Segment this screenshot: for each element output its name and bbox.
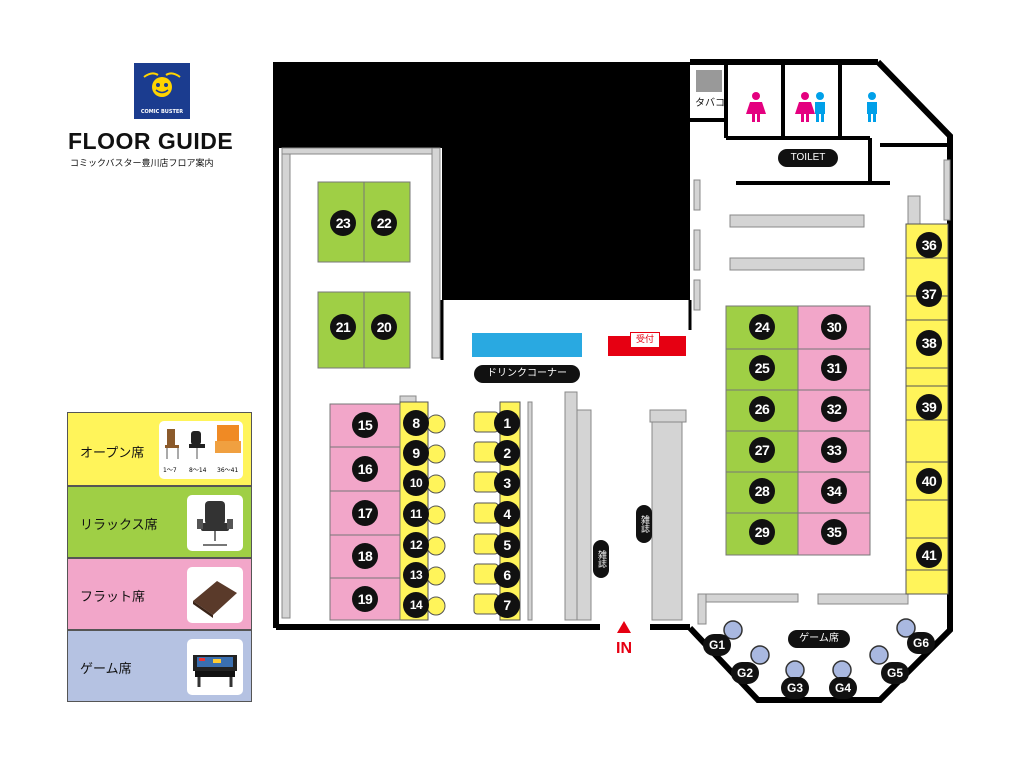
flat-mat-icon <box>187 567 243 623</box>
seat-11[interactable]: 11 <box>403 501 429 527</box>
multi-toilet-icon <box>795 92 825 122</box>
open-seats-right-dividers <box>906 257 948 571</box>
open-seat-chairs-icon: 1〜7 8〜14 36〜41 <box>159 421 243 479</box>
game-seat-g5[interactable]: G5 <box>881 662 909 684</box>
seat-27[interactable]: 27 <box>749 437 775 463</box>
reception-label: 受付 <box>630 332 660 348</box>
seat-9[interactable]: 9 <box>403 440 429 466</box>
seat-39[interactable]: 39 <box>916 394 942 420</box>
legend-range-2: 8〜14 <box>189 467 207 474</box>
seat-15[interactable]: 15 <box>352 412 378 438</box>
seat-6[interactable]: 6 <box>494 562 520 588</box>
seat-14[interactable]: 14 <box>403 592 429 618</box>
legend-range-3: 36〜41 <box>217 467 239 474</box>
page-subtitle: コミックバスター豊川店フロア案内 <box>70 159 214 169</box>
seat-22[interactable]: 22 <box>371 210 397 236</box>
game-chairs <box>723 618 916 680</box>
magazine-label-2: 雑誌 <box>636 505 652 543</box>
drink-counter <box>472 333 582 357</box>
seat-29[interactable]: 29 <box>749 519 775 545</box>
legend-open-seat: オープン席 1〜7 8〜14 36〜41 <box>67 412 252 486</box>
seat-28[interactable]: 28 <box>749 478 775 504</box>
game-seat-g2[interactable]: G2 <box>731 662 759 684</box>
legend-relax-seat-label: リラックス席 <box>80 518 158 533</box>
logo-text: COMIC BUSTER <box>140 109 184 115</box>
seat-13[interactable]: 13 <box>403 562 429 588</box>
entrance-label: IN <box>616 640 632 657</box>
seat-5[interactable]: 5 <box>494 532 520 558</box>
seat-37[interactable]: 37 <box>916 281 942 307</box>
seat-3[interactable]: 3 <box>494 470 520 496</box>
relax-booths-top-left <box>317 181 411 369</box>
magazine-label-1: 雑誌 <box>593 540 609 578</box>
drink-corner-label: ドリンクコーナー <box>474 365 580 383</box>
open-chairs-left <box>426 414 446 616</box>
seat-1[interactable]: 1 <box>494 410 520 436</box>
relax-booths-right <box>725 305 799 556</box>
seat-7[interactable]: 7 <box>494 592 520 618</box>
legend-range-1: 1〜7 <box>163 467 177 474</box>
arcade-cabinet-icon <box>187 639 243 695</box>
seat-41[interactable]: 41 <box>916 542 942 568</box>
tobacco-label: タバコ <box>695 98 725 109</box>
staff-area <box>278 62 690 300</box>
seat-30[interactable]: 30 <box>821 314 847 340</box>
legend-open-seat-label: オープン席 <box>80 446 145 461</box>
seat-25[interactable]: 25 <box>749 355 775 381</box>
legend-flat-seat: フラット席 <box>67 558 252 630</box>
seat-2[interactable]: 2 <box>494 440 520 466</box>
seat-19[interactable]: 19 <box>352 586 378 612</box>
seat-8[interactable]: 8 <box>403 410 429 436</box>
legend-game-seat-label: ゲーム席 <box>80 662 132 677</box>
seat-31[interactable]: 31 <box>821 355 847 381</box>
seat-20[interactable]: 20 <box>371 314 397 340</box>
toilet-label: TOILET <box>778 149 838 167</box>
page-title: FLOOR GUIDE <box>68 128 234 154</box>
seat-18[interactable]: 18 <box>352 543 378 569</box>
tobacco-machine <box>696 70 722 92</box>
game-seat-g3[interactable]: G3 <box>781 677 809 699</box>
seat-21[interactable]: 21 <box>330 314 356 340</box>
entrance-arrow-icon <box>617 621 631 633</box>
seat-10[interactable]: 10 <box>403 470 429 496</box>
seat-26[interactable]: 26 <box>749 396 775 422</box>
game-area-label: ゲーム席 <box>788 630 850 648</box>
seat-40[interactable]: 40 <box>916 468 942 494</box>
flat-booths-right <box>797 305 871 556</box>
shelves <box>281 147 951 625</box>
seat-38[interactable]: 38 <box>916 330 942 356</box>
seat-17[interactable]: 17 <box>352 500 378 526</box>
seat-23[interactable]: 23 <box>330 210 356 236</box>
seat-34[interactable]: 34 <box>821 478 847 504</box>
seat-35[interactable]: 35 <box>821 519 847 545</box>
seat-12[interactable]: 12 <box>403 532 429 558</box>
game-seat-g1[interactable]: G1 <box>703 634 731 656</box>
game-seat-g4[interactable]: G4 <box>829 677 857 699</box>
seat-24[interactable]: 24 <box>749 314 775 340</box>
female-toilet-icon <box>746 92 766 122</box>
seat-32[interactable]: 32 <box>821 396 847 422</box>
relax-chair-icon <box>187 495 243 551</box>
legend-flat-seat-label: フラット席 <box>80 590 146 605</box>
seat-36[interactable]: 36 <box>916 232 942 258</box>
seat-16[interactable]: 16 <box>352 456 378 482</box>
comic-buster-logo: COMIC BUSTER <box>134 63 190 119</box>
legend-game-seat: ゲーム席 <box>67 630 252 702</box>
misc-walls <box>440 300 692 360</box>
seat-33[interactable]: 33 <box>821 437 847 463</box>
male-toilet-icon <box>867 92 877 122</box>
legend-relax-seat: リラックス席 <box>67 486 252 558</box>
game-seat-g6[interactable]: G6 <box>907 632 935 654</box>
seat-4[interactable]: 4 <box>494 501 520 527</box>
toilet-walls <box>690 62 950 185</box>
